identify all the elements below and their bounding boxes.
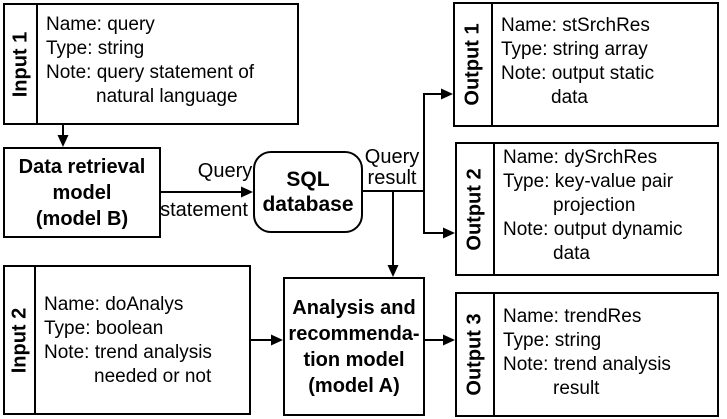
model-b-title-line3: (model B) bbox=[35, 207, 129, 230]
input1-content: Name: query Type: string Note: query sta… bbox=[38, 5, 297, 123]
input1-line-name: Name: query bbox=[46, 14, 155, 35]
input1-box: Input 1 Name: query Type: string Note: q… bbox=[3, 3, 299, 125]
model-a-title-line2: recommenda- bbox=[288, 322, 420, 345]
output3-line-type: Type: string bbox=[503, 330, 602, 351]
output1-side-label: Output 1 bbox=[461, 23, 484, 106]
output3-line-note-cont: result bbox=[553, 378, 600, 399]
input2-content: Name: doAnalys Type: boolean Note: trend… bbox=[36, 267, 249, 413]
input2-line-note-cont: needed or not bbox=[94, 366, 212, 387]
arrow-model-b-to-sql-database bbox=[161, 186, 253, 198]
edge-label-query-result-bottom: result bbox=[367, 167, 417, 189]
edge-label-query-statement-bottom: statement bbox=[160, 199, 248, 221]
model-a-title-line1: Analysis and bbox=[292, 296, 416, 319]
sql-database-title-line2: database bbox=[262, 193, 354, 216]
input1-line-type: Type: string bbox=[46, 38, 145, 59]
arrow-input2-to-model-a bbox=[251, 334, 283, 346]
input2-side-cell: Input 2 bbox=[5, 267, 36, 413]
input1-side-cell: Input 1 bbox=[5, 5, 38, 123]
output1-box: Output 1 Name: stSrchRes Type: string ar… bbox=[453, 2, 719, 127]
model-a-title-line4: (model A) bbox=[308, 374, 400, 397]
model-b-title-line1: Data retrieval bbox=[18, 155, 146, 178]
output3-line-note: Note: trend analysis bbox=[503, 354, 671, 375]
output2-line-type-cont: projection bbox=[553, 195, 636, 216]
arrow-model-a-to-output3 bbox=[425, 334, 455, 346]
output3-content: Name: trendRes Type: string Note: trend … bbox=[495, 294, 717, 415]
output2-line-name: Name: dySrchRes bbox=[503, 147, 658, 168]
output1-line-note: Note: output static bbox=[501, 63, 655, 84]
input2-line-note: Note: trend analysis bbox=[44, 342, 212, 363]
input2-line-type: Type: boolean bbox=[44, 318, 164, 339]
output3-line-name: Name: trendRes bbox=[503, 306, 642, 327]
output1-line-note-cont: data bbox=[551, 87, 588, 108]
model-a-title-line3: tion model bbox=[303, 348, 405, 371]
model-b-box: Data retrieval model (model B) bbox=[3, 147, 161, 238]
arrow-input1-to-model-b bbox=[57, 125, 69, 147]
arrow-branch-to-output2 bbox=[423, 191, 455, 239]
input2-side-label: Input 2 bbox=[8, 307, 31, 373]
input1-line-note: Note: query statement of bbox=[46, 62, 255, 83]
output1-line-name: Name: stSrchRes bbox=[501, 15, 650, 36]
sql-database-box: SQL database bbox=[253, 151, 363, 233]
edge-label-query-statement-top: Query bbox=[197, 160, 253, 182]
output1-side-cell: Output 1 bbox=[455, 4, 493, 125]
arrow-branch-to-output1 bbox=[423, 88, 453, 191]
output2-line-note-cont: data bbox=[553, 243, 590, 264]
input2-line-name: Name: doAnalys bbox=[44, 294, 184, 315]
output2-line-note: Note: output dynamic bbox=[503, 219, 683, 240]
output2-box: Output 2 Name: dySrchRes Type: key-value… bbox=[455, 142, 719, 276]
output2-line-type: Type: key-value pair bbox=[503, 171, 674, 192]
output3-box: Output 3 Name: trendRes Type: string Not… bbox=[455, 292, 719, 417]
input1-line-note-cont: natural language bbox=[96, 86, 238, 107]
output2-side-cell: Output 2 bbox=[457, 144, 495, 274]
model-a-box: Analysis and recommenda- tion model (mod… bbox=[283, 277, 425, 416]
output2-content: Name: dySrchRes Type: key-value pair pro… bbox=[495, 144, 717, 274]
sql-database-title-line1: SQL bbox=[286, 168, 330, 191]
edge-label-query-result-top: Query bbox=[364, 146, 420, 168]
output2-side-label: Output 2 bbox=[463, 167, 486, 251]
output1-content: Name: stSrchRes Type: string array Note:… bbox=[493, 4, 717, 125]
output1-line-type: Type: string array bbox=[501, 39, 648, 60]
model-b-title-line2: model bbox=[52, 181, 112, 204]
arrow-sql-result-to-model-a bbox=[387, 191, 399, 277]
input2-box: Input 2 Name: doAnalys Type: boolean Not… bbox=[3, 265, 251, 415]
input1-side-label: Input 1 bbox=[9, 31, 32, 97]
output3-side-cell: Output 3 bbox=[457, 294, 495, 415]
output3-side-label: Output 3 bbox=[463, 313, 486, 396]
